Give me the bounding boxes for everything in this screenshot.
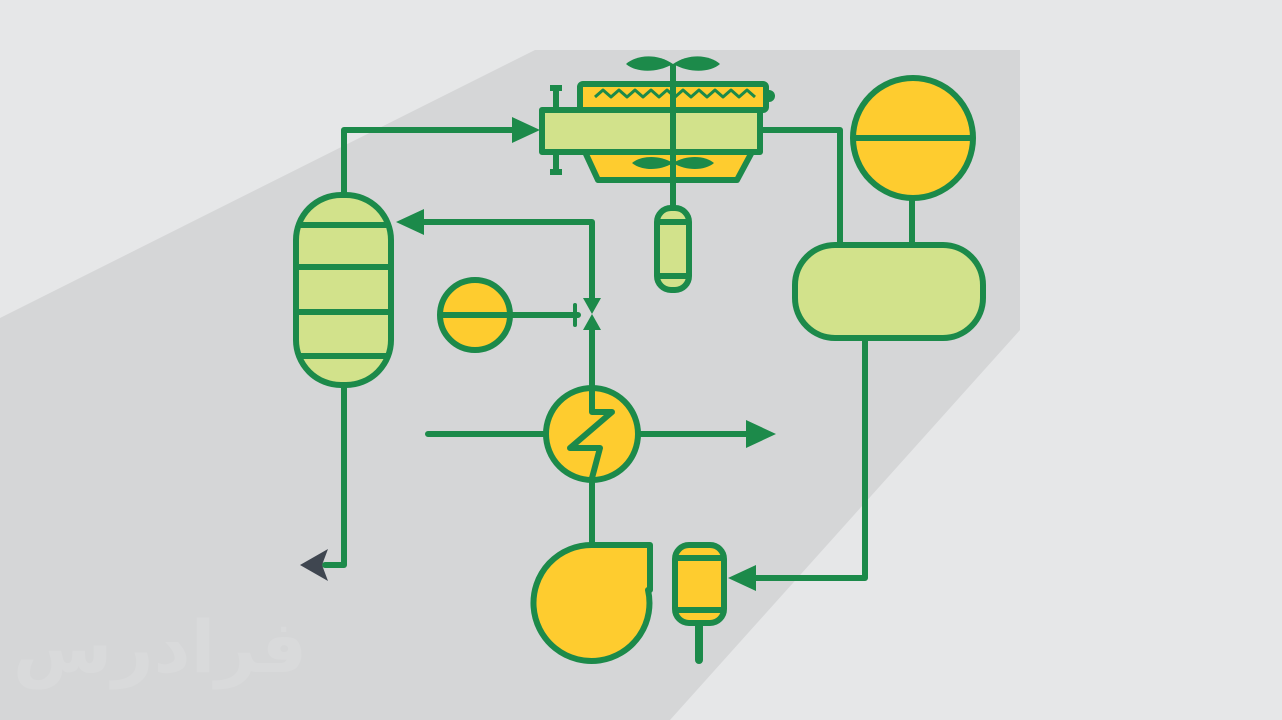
centrifugal-pump-icon xyxy=(530,541,653,664)
instrument-bubble-icon xyxy=(437,277,513,353)
pipe-column-to-filter xyxy=(341,127,523,201)
watermark-text: فرادرس xyxy=(13,605,307,690)
horizontal-drum-icon xyxy=(792,242,986,341)
arrow-head-filter-inlet xyxy=(512,117,540,143)
pipe-column-bottom-outlet xyxy=(322,382,347,568)
pipe-filter-to-receiver xyxy=(757,127,843,248)
background-shadow xyxy=(0,50,1020,720)
outlet-arrow-icon xyxy=(300,549,328,581)
arrow-head-hot-stream xyxy=(746,420,776,448)
small-vessel-icon xyxy=(672,542,727,626)
pipe-reflux-to-column xyxy=(415,219,595,305)
rotary-filter-icon xyxy=(539,56,775,183)
heat-exchanger-icon xyxy=(543,385,641,483)
control-valve-icon xyxy=(583,298,601,330)
distillation-column-icon xyxy=(293,192,394,388)
small-drum-icon xyxy=(654,205,692,293)
arrow-head-column-reflux xyxy=(396,209,424,235)
pipe-receiver-to-separator xyxy=(745,335,868,581)
spherical-tank-icon xyxy=(850,75,976,201)
arrow-head-separator-inlet xyxy=(728,565,756,591)
